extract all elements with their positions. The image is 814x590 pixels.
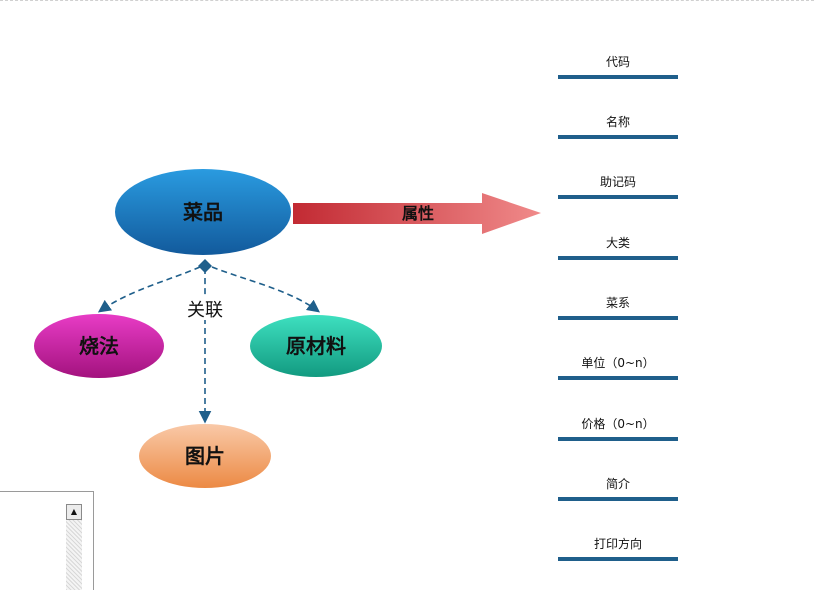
vertical-scrollbar[interactable]: ▲ [66, 504, 82, 590]
node-center-label: 菜品 [182, 200, 223, 224]
attribute-item: 助记码 [558, 173, 678, 199]
triangle-up-icon: ▲ [70, 507, 78, 516]
attribute-item: 名称 [558, 113, 678, 139]
attribute-arrow [293, 193, 541, 234]
node-picture [139, 424, 271, 488]
arrow-label: 属性 [402, 204, 434, 223]
edge-to-cooking [97, 266, 201, 313]
node-materials [250, 315, 382, 377]
top-border [0, 0, 814, 1]
embedded-panel: ▲ [0, 491, 94, 590]
edge-label-bg [182, 296, 228, 320]
attribute-item: 菜系 [558, 294, 678, 320]
hub-diamond [198, 259, 212, 273]
node-cooking [34, 314, 164, 378]
attribute-item: 打印方向 [558, 535, 678, 561]
edge-label: 关联 [187, 300, 223, 321]
edge-to-materials [211, 266, 321, 313]
node-center [115, 169, 291, 255]
scroll-up-button[interactable]: ▲ [66, 504, 82, 520]
attribute-item: 简介 [558, 475, 678, 501]
node-cooking-label: 烧法 [79, 334, 119, 358]
node-materials-label: 原材料 [286, 334, 346, 358]
attribute-item: 代码 [558, 53, 678, 79]
attribute-item: 单位（0~n） [558, 354, 678, 380]
attribute-item: 大类 [558, 234, 678, 260]
attribute-item: 价格（0~n） [558, 415, 678, 441]
node-picture-label: 图片 [185, 444, 225, 468]
